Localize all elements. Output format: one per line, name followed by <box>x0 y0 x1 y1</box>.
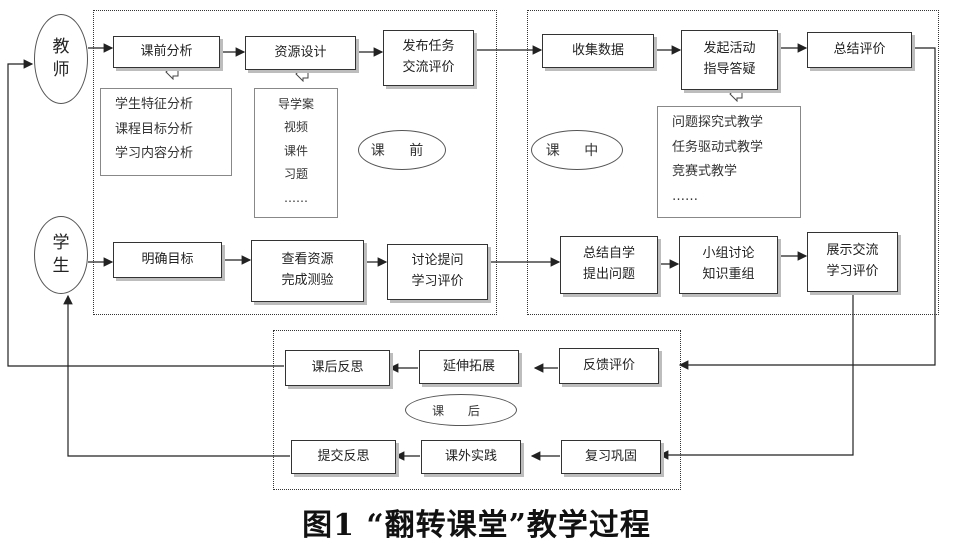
pre-class-analysis-box: 课前分析 <box>113 36 220 68</box>
in-class-region <box>527 10 939 315</box>
pre-class-ellipse: 课 前 <box>358 130 446 170</box>
resource-items-note: 导学案 视频 课件 习题 …… <box>254 88 338 218</box>
practice-box: 课外实践 <box>421 440 521 474</box>
self-summary-box: 总结自学 提出问题 <box>560 236 658 294</box>
present-box: 展示交流 学习评价 <box>807 232 898 292</box>
arrow-submit-to-student <box>63 294 290 457</box>
group-discuss-box: 小组讨论 知识重组 <box>679 236 778 294</box>
teaching-methods-note: 问题探究式教学 任务驱动式教学 竞赛式教学 …… <box>657 106 801 218</box>
feedback-box: 反馈评价 <box>559 348 659 384</box>
pre-class-region <box>93 10 497 315</box>
resource-design-box: 资源设计 <box>245 36 356 70</box>
launch-activity-box: 发起活动 指导答疑 <box>681 30 778 90</box>
discuss-box: 讨论提问 学习评价 <box>387 244 488 300</box>
summary-evaluation-box: 总结评价 <box>807 32 912 68</box>
review-box: 复习巩固 <box>561 440 661 474</box>
publish-task-box: 发布任务 交流评价 <box>383 30 474 86</box>
figure-caption: 图1 “翻转课堂”教学过程 <box>302 508 651 543</box>
post-class-region <box>273 330 681 490</box>
arrow-present-to-review <box>658 292 854 460</box>
arrow-summary-to-feedback <box>678 47 936 370</box>
teacher-actor: 教 师 <box>34 14 88 104</box>
submit-reflection-box: 提交反思 <box>291 440 396 474</box>
in-class-ellipse: 课 中 <box>531 130 623 170</box>
post-class-ellipse: 课 后 <box>405 394 517 426</box>
student-actor: 学 生 <box>34 216 88 294</box>
analysis-items-note: 学生特征分析 课程目标分析 学习内容分析 <box>100 88 232 176</box>
arrow-reflect-to-teacher <box>7 59 284 367</box>
after-class-reflection-box: 课后反思 <box>285 350 390 386</box>
extend-box: 延伸拓展 <box>419 350 519 384</box>
clear-goal-box: 明确目标 <box>113 242 222 278</box>
view-resources-box: 查看资源 完成测验 <box>251 240 364 302</box>
collect-data-box: 收集数据 <box>542 34 654 68</box>
